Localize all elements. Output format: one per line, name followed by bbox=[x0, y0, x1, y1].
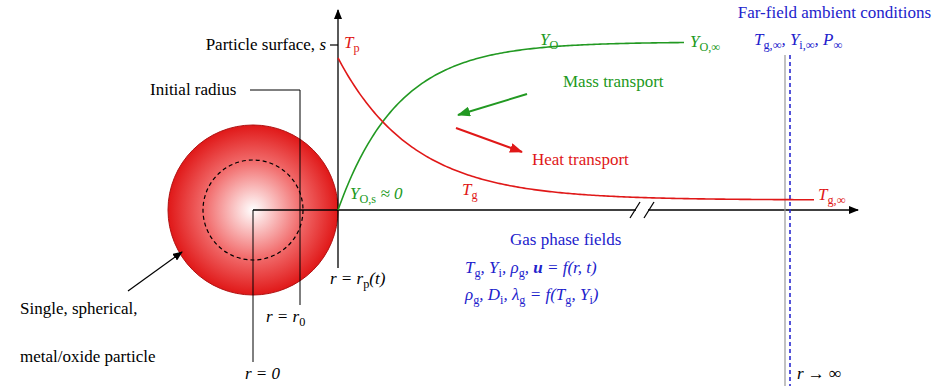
initial-radius-label: Initial radius bbox=[150, 81, 236, 100]
center-radius: r = 0 bbox=[245, 365, 280, 384]
oxidizer-far-field: YO,∞ bbox=[690, 33, 720, 55]
oxidizer-surface: YO,s ≈ 0 bbox=[350, 185, 402, 207]
center-leader bbox=[253, 210, 254, 362]
radial-axis bbox=[253, 209, 858, 210]
temperature-profile bbox=[338, 58, 814, 200]
particle-description: Single, spherical, bbox=[20, 300, 138, 319]
value-axis bbox=[337, 10, 338, 268]
surface-label: Particle surface, s bbox=[206, 36, 326, 55]
far-field-boundary bbox=[789, 55, 791, 386]
axis-break-gap bbox=[636, 200, 648, 220]
far-field-line bbox=[784, 55, 785, 386]
infinite-radius: r → ∞ bbox=[797, 365, 841, 384]
gas-temperature-far-field: Tg,∞ bbox=[818, 186, 845, 208]
heat-transport-label: Heat transport bbox=[532, 151, 629, 170]
axis-break bbox=[644, 202, 654, 218]
particle-description: metal/oxide particle bbox=[20, 348, 155, 367]
gas-properties: ρg, Di, λg = f(Tg, Yi) bbox=[465, 286, 598, 308]
particle-temperature: Tp bbox=[344, 34, 360, 56]
oxidizer-symbol: YO bbox=[540, 31, 558, 53]
gas-phase-title: Gas phase fields bbox=[510, 231, 621, 250]
gas-fields: Tg, Yi, ρg, u = f(r, t) bbox=[465, 259, 597, 281]
far-field-title: Far-field ambient conditions bbox=[738, 4, 931, 23]
surface-tick bbox=[330, 44, 338, 45]
surface-radius: r = rp(t) bbox=[330, 270, 385, 292]
oxidizer-profile bbox=[338, 43, 684, 210]
particle-pointer bbox=[128, 252, 182, 291]
initial-radius-symbol: r = r0 bbox=[266, 308, 305, 330]
heat-transport-arrow bbox=[456, 128, 522, 152]
far-field-conditions: Tg,∞, Yi,∞, P∞ bbox=[754, 31, 842, 53]
mass-transport-arrow bbox=[458, 94, 527, 115]
axis-break bbox=[630, 202, 640, 218]
initial-radius-leader bbox=[250, 90, 300, 305]
gas-temperature: Tg bbox=[462, 181, 478, 203]
mass-transport-label: Mass transport bbox=[563, 73, 664, 92]
